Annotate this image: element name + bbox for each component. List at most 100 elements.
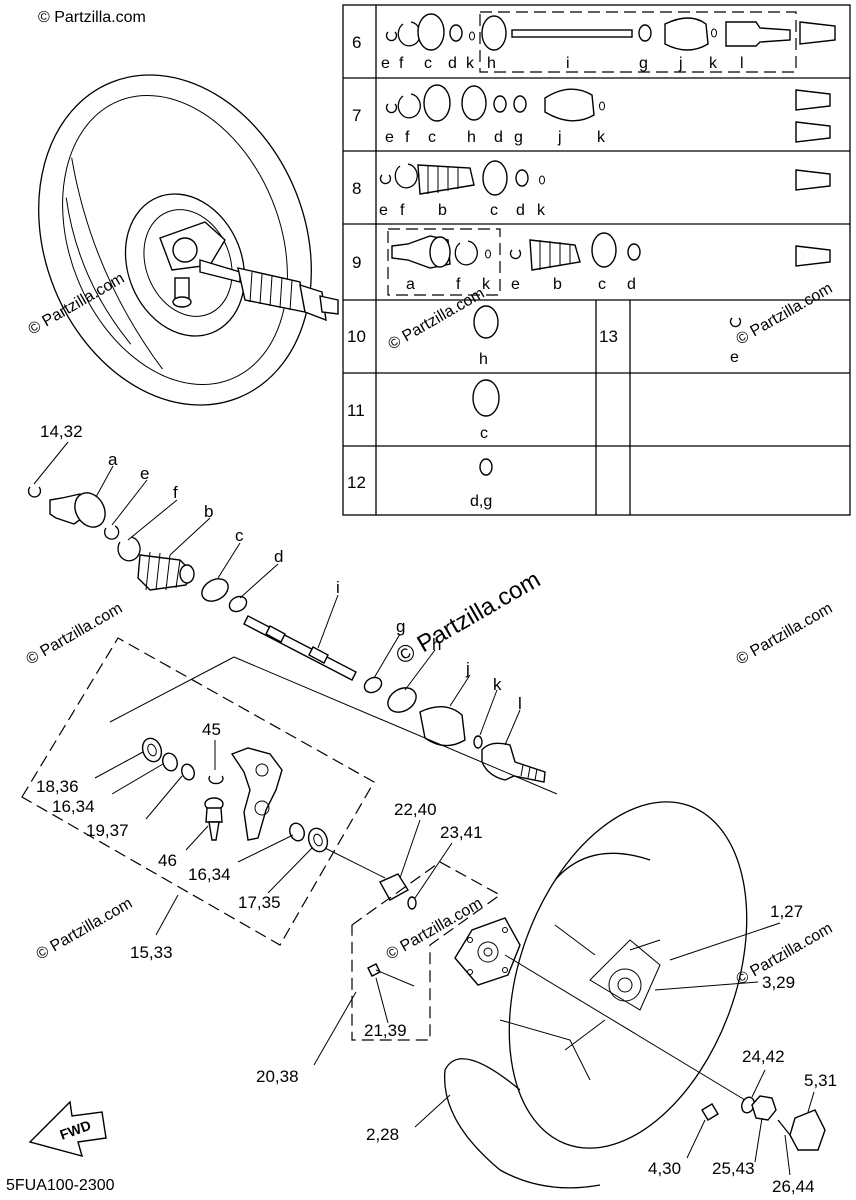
kit-letter: d [516,202,525,219]
callout-label: f [173,483,178,502]
watermarks: © Partzilla.com © Partzilla.com © Partzi… [24,9,836,988]
kit-letter: e [511,276,520,293]
kit-letter: c [428,129,436,146]
watermark-main: © Partzilla.com [392,566,546,670]
kit-row-7-parts [385,84,831,143]
callout-label: j [465,659,470,678]
kit-letter: k [466,55,475,72]
kit-letter: c [490,202,498,219]
callout-label: h [432,635,441,654]
front-wheel [443,801,748,1189]
kit-row-number: 6 [352,33,361,52]
kit-row-number: 11 [347,401,365,420]
hub-assembly [351,861,521,1041]
kit-row-9-parts [387,228,831,296]
kit-letter: b [553,276,562,293]
axis-line [324,847,386,879]
nut-25-43 [751,1095,777,1121]
nut-4-30 [701,1103,719,1121]
callout-label: e [140,464,149,483]
exploded-drive-shaft [27,486,546,783]
kit-letter: k [709,55,718,72]
kit-letter: g [639,55,648,72]
kit-letter: d,g [470,493,492,510]
callout-label: 46 [158,851,177,870]
callout-label: k [493,675,502,694]
kit-letter: h [467,129,476,146]
callout-label: 5,31 [804,1071,837,1090]
kit-row-8-parts [379,160,831,196]
callout-labels: 14,32 a e f b c d i g h j k l 45 18,36 1… [36,422,837,1196]
kit-letter: h [487,55,496,72]
fwd-arrow-icon: FWD [28,1100,107,1157]
kit-letter: f [456,276,461,293]
o-ring-23-41 [407,896,417,910]
kit-letter: b [438,202,447,219]
callout-label: 20,38 [256,1067,299,1086]
knuckle-assembly [21,637,558,946]
kit-letter: g [514,129,523,146]
callout-label: 3,29 [762,973,795,992]
kit-letter: e [385,129,394,146]
callout-label: l [518,694,522,713]
watermark-text: © Partzilla.com [26,270,128,339]
callout-label: c [235,526,244,545]
kit-table: 6 7 8 9 10 11 12 13 e f c d k h i [342,4,851,516]
callout-label: 16,34 [188,865,231,884]
kit-row-number: 10 [347,327,366,346]
kit-letter: c [598,276,606,293]
callout-label: 4,30 [648,1159,681,1178]
collar-22-40 [379,873,409,901]
callout-label: 45 [202,720,221,739]
kit-letter: j [557,129,562,146]
kit-row-6-parts [385,11,836,73]
kit-letter: d [448,55,457,72]
kit-letter: k [597,129,606,146]
callout-label: 16,34 [52,797,95,816]
callout-label: 15,33 [130,943,173,962]
callout-label: d [274,547,283,566]
kit-row-number: 13 [599,327,618,346]
axle-line [504,954,746,1101]
kit-row-number: 12 [347,473,366,492]
kit-letter: d [627,276,636,293]
callout-label: 18,36 [36,777,79,796]
callout-label: 14,32 [40,422,83,441]
callout-label: i [336,578,340,597]
kit-row-number: 9 [352,253,361,272]
callout-label: 23,41 [440,823,483,842]
callout-label: 24,42 [742,1047,785,1066]
kit-letter: e [379,202,388,219]
watermark-text: © Partzilla.com [734,280,836,349]
kit-part-clamp [473,305,499,339]
callout-label: g [396,617,405,636]
figure-code: 5FUA100-2300 [6,1177,115,1194]
callout-label: a [108,450,118,469]
kit-letter: a [406,276,415,293]
callout-label: 1,27 [770,902,803,921]
kit-letter: h [479,351,488,368]
kit-part-clamp [479,458,493,476]
kit-letter: e [730,349,739,366]
kit-part-circlip [729,317,742,328]
callout-label: 2,28 [366,1125,399,1144]
cap-5-31 [789,1109,826,1151]
kit-row-number: 8 [352,179,361,198]
callout-label: b [204,502,213,521]
watermark-text: © Partzilla.com [24,600,126,669]
kit-letter: l [740,55,744,72]
kit-letter: c [424,55,432,72]
watermark-text: © Partzilla.com [734,600,836,669]
kit-letter: e [381,55,390,72]
kit-letter: d [494,129,503,146]
kit-letter: k [537,202,546,219]
kit-letter: f [399,55,404,72]
kit-letter: c [480,425,488,442]
callout-label: 26,44 [772,1177,815,1196]
callout-label: 22,40 [394,800,437,819]
watermark-text: © Partzilla.com [38,9,146,26]
kit-letter: i [566,55,570,72]
callout-label: 19,37 [86,821,129,840]
callout-label: 25,43 [712,1159,755,1178]
